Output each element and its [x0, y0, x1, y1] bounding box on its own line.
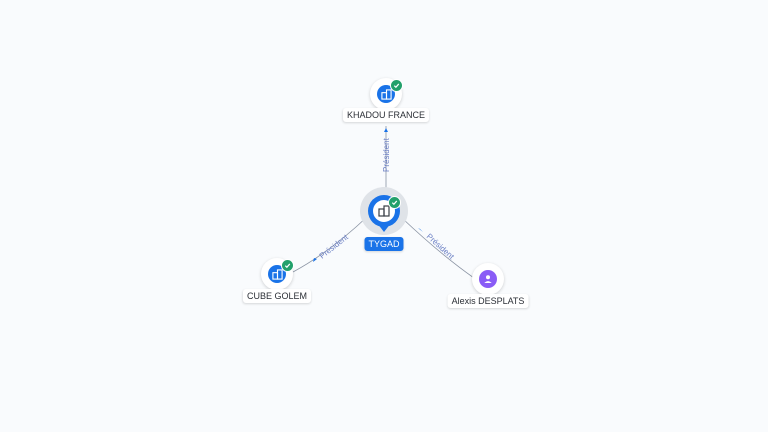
- edge-right-arrow: [418, 228, 423, 232]
- verified-check-icon: [388, 196, 401, 209]
- pin-tip: [377, 223, 391, 232]
- edge-right: [401, 217, 475, 279]
- node-label-alexis-desplats: Alexis DESPLATS: [447, 294, 529, 308]
- edge-label-top: Président: [382, 137, 391, 172]
- edge-left: [292, 215, 369, 273]
- node-circle: [472, 263, 504, 295]
- edge-label-left: Président: [318, 232, 351, 260]
- edge-left-arrow: [313, 258, 317, 262]
- edge-top-arrow: [384, 128, 388, 132]
- verified-check-icon: [390, 79, 403, 92]
- node-label-cube-golem: CUBE GOLEM: [242, 289, 312, 303]
- node-label-khadou-france: KHADOU FRANCE: [342, 108, 430, 122]
- node-label-tygad: TYGAD: [364, 237, 404, 251]
- person-icon: [479, 270, 497, 288]
- edge-label-right: Président: [425, 232, 457, 262]
- verified-check-icon: [281, 259, 294, 272]
